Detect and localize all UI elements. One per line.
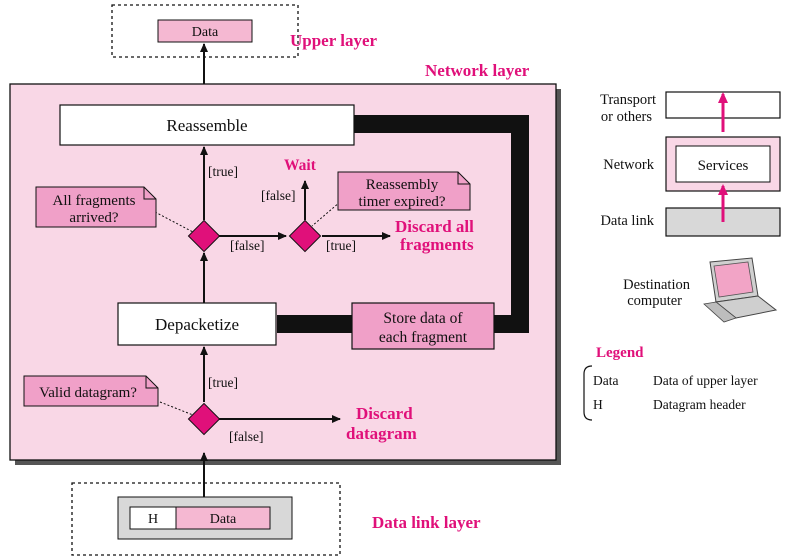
services-box [675, 145, 771, 183]
note-connector-valid [159, 401, 194, 416]
upper-data-box [157, 19, 253, 43]
store-data-line1: Store data of [383, 310, 463, 327]
data-box [175, 506, 271, 530]
discard-datagram-line1: Discard [356, 404, 413, 423]
depacketize-box [117, 302, 277, 346]
discard-all-line2: fragments [400, 235, 474, 254]
branch-false-left: [false] [230, 238, 264, 253]
note-all-fragments-line2: arrived? [69, 210, 118, 226]
dest-computer-line1: Destination [623, 277, 691, 293]
discard-all-line1: Discard all [395, 217, 474, 236]
laptop-icon [703, 257, 778, 323]
legend-title: Legend [596, 345, 644, 361]
data-link-layer-label: Data link layer [372, 513, 481, 532]
branch-false-wait: [false] [261, 188, 295, 203]
note-reassembly-timer-line2: timer expired? [358, 194, 445, 210]
services-label: Services [698, 158, 749, 174]
legend-bracket [583, 365, 593, 421]
decision-all-fragments [187, 219, 221, 253]
stack-transport-line2: or others [601, 109, 652, 125]
legend-desc-2: Datagram header [653, 397, 746, 412]
decision-valid-datagram [187, 402, 221, 436]
header-label: H [148, 512, 158, 527]
stack-network-label: Network [603, 157, 654, 173]
note-reassembly-timer [337, 171, 471, 211]
discard-datagram-line2: datagram [346, 424, 417, 443]
store-data-line2: each fragment [379, 329, 468, 346]
note-valid-datagram-text: Valid datagram? [39, 385, 137, 401]
legend-key-1: Data [593, 373, 618, 388]
upper-layer-label: Upper layer [290, 31, 377, 50]
upper-data-label: Data [192, 25, 219, 40]
branch-true-right: [true] [326, 238, 356, 253]
stack-transport-line1: Transport [600, 92, 656, 108]
branch-true-top: [true] [208, 164, 238, 179]
store-data-box [351, 302, 495, 350]
note-all-fragments [35, 186, 157, 228]
legend-desc-1: Data of upper layer [653, 373, 758, 388]
note-all-fragments-fold [143, 187, 156, 200]
note-reassembly-timer-line1: Reassembly [366, 177, 439, 193]
note-valid-datagram-fold [145, 376, 158, 389]
dest-computer-line2: computer [627, 293, 682, 309]
reassemble-label: Reassemble [166, 116, 247, 135]
data-link-layer-box [71, 482, 341, 556]
note-reassembly-timer-fold [457, 172, 470, 185]
note-all-fragments-line1: All fragments [53, 193, 136, 209]
legend-key-2: H [593, 397, 603, 412]
network-layer-label: Network layer [425, 61, 530, 80]
data-label: Data [210, 512, 237, 527]
note-connector-fragments [154, 211, 194, 233]
stack-data-link-label: Data link [600, 213, 654, 229]
note-valid-datagram [23, 375, 159, 407]
decision-timer-expired [288, 219, 322, 253]
branch-false-lower: [false] [229, 429, 263, 444]
reassemble-box [59, 104, 355, 146]
branch-true-lower: [true] [208, 375, 238, 390]
wait-label: Wait [284, 157, 317, 174]
depacketize-label: Depacketize [155, 315, 239, 334]
